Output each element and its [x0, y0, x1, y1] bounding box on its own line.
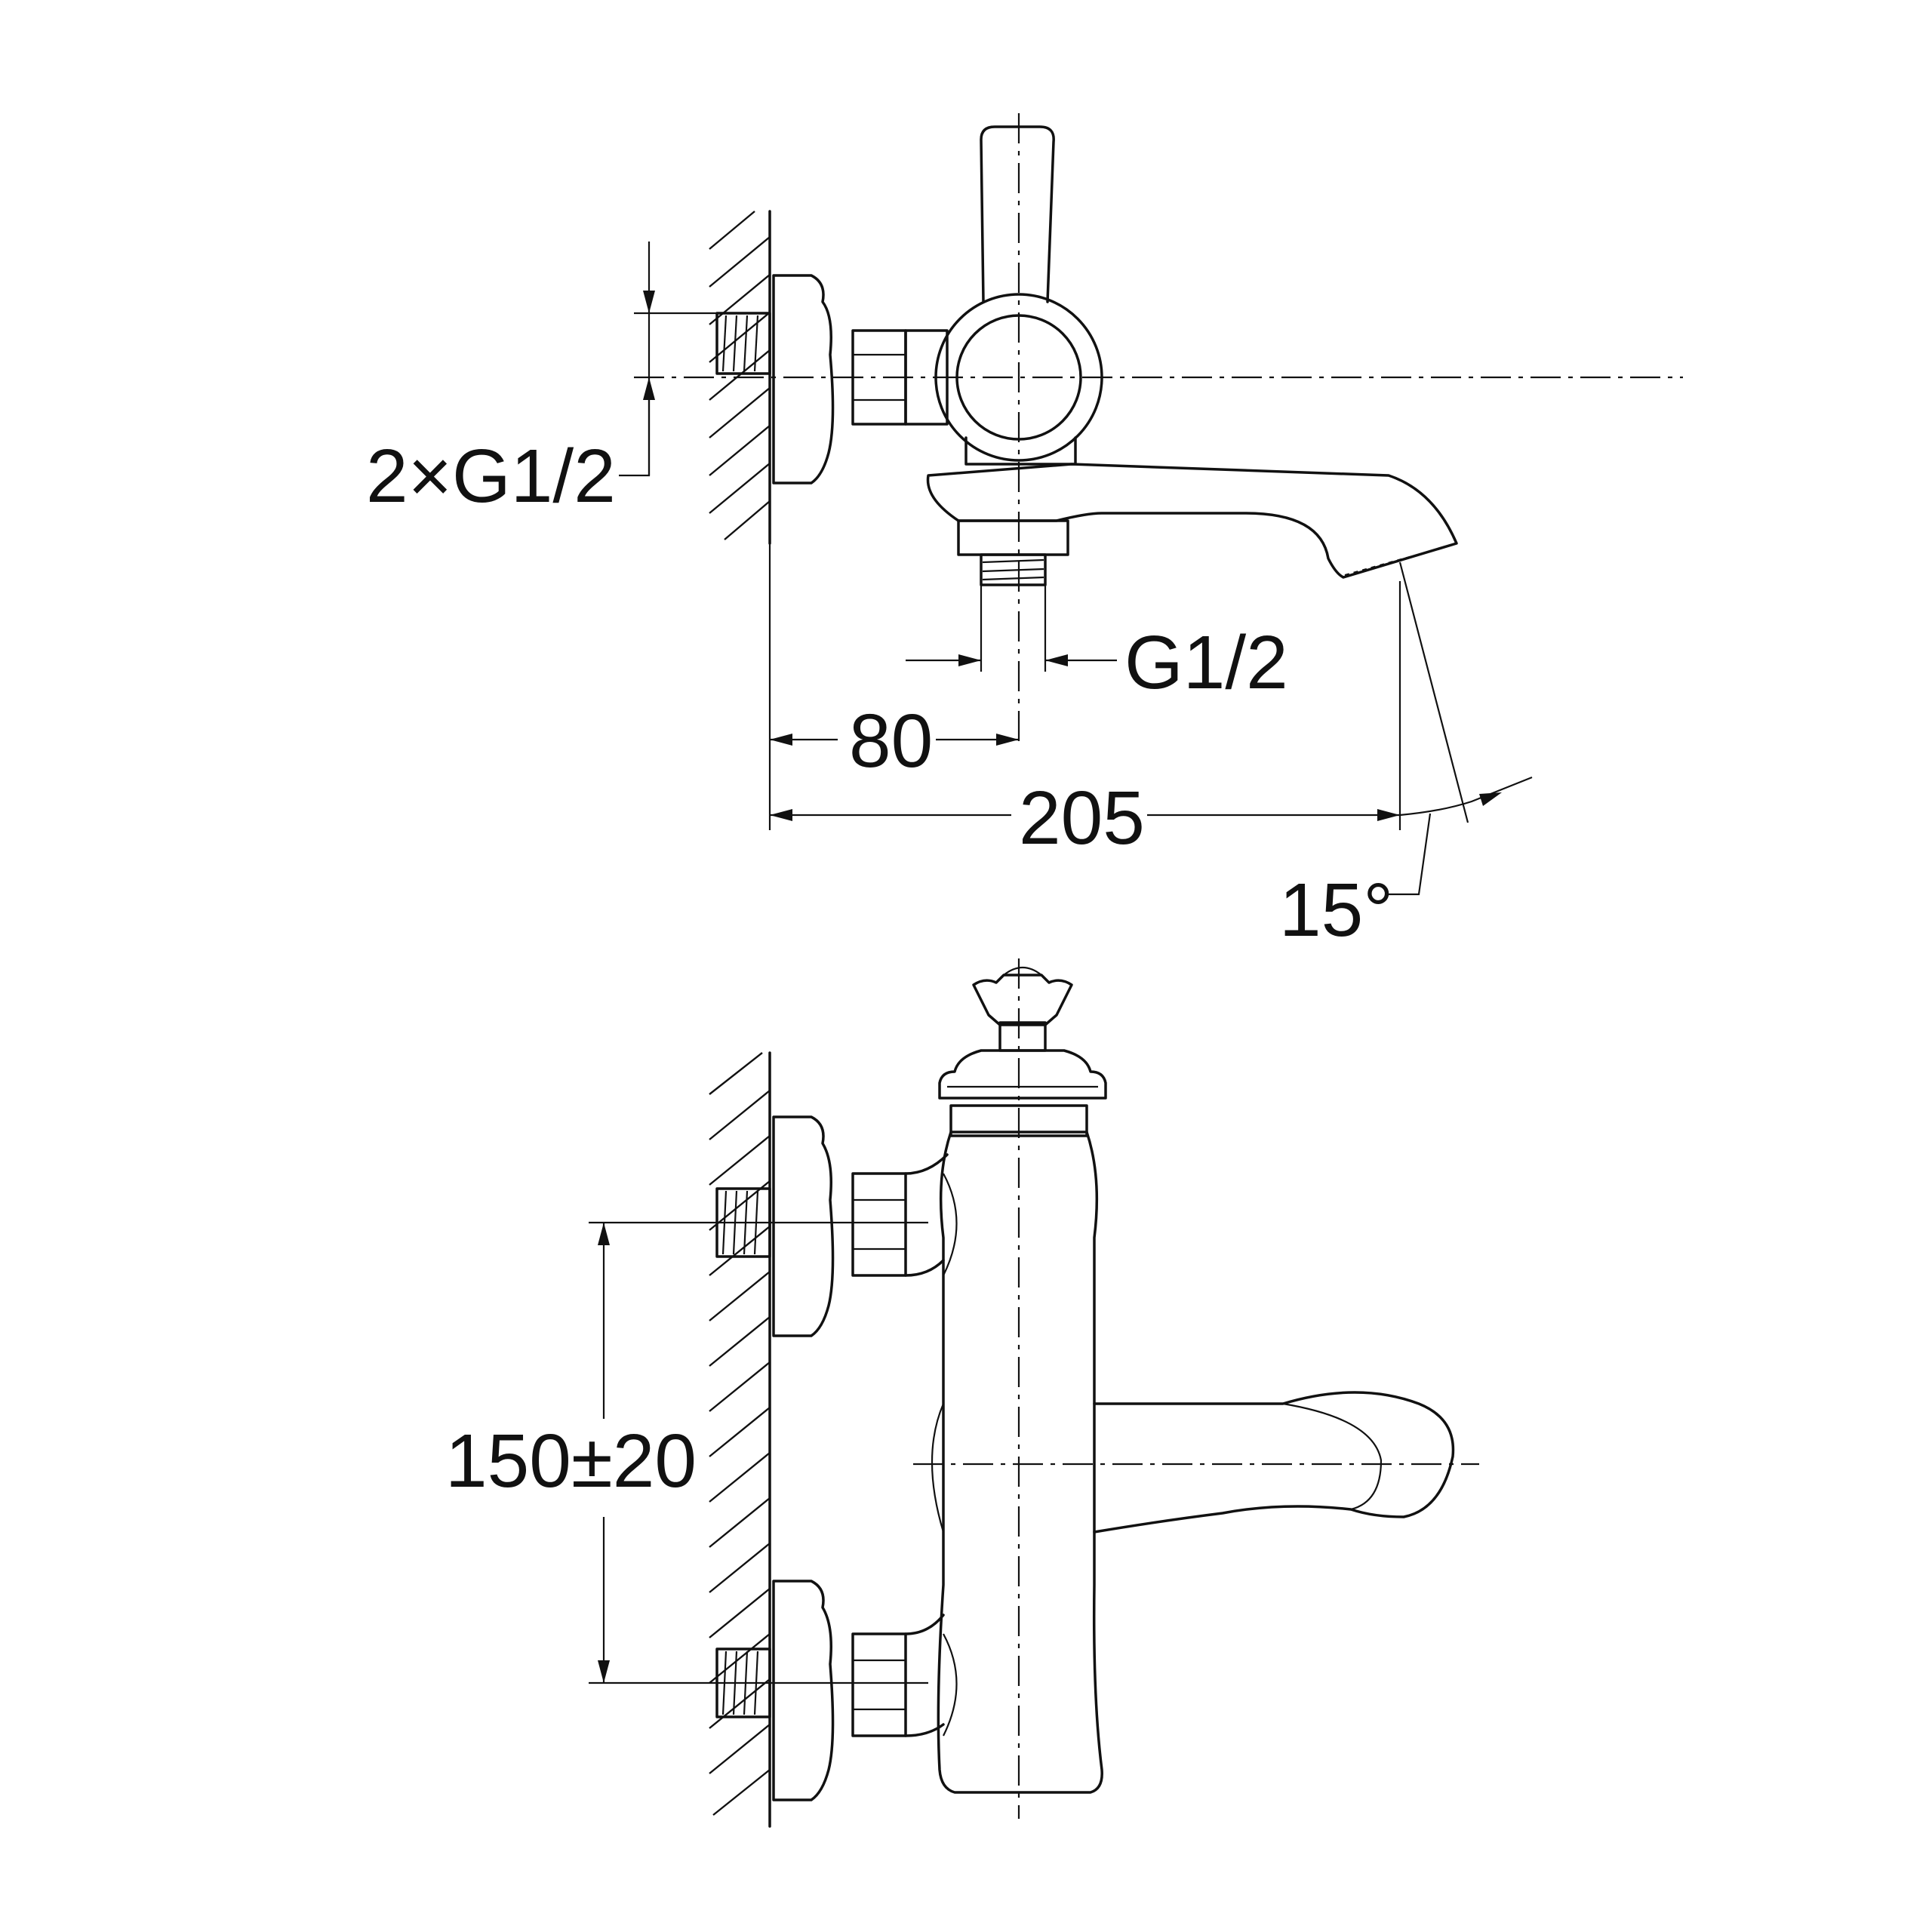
- inlet-spacing-label: 150±20: [445, 1419, 697, 1503]
- hex-nut-upper: [851, 1172, 907, 1277]
- cartridge-stem: [998, 1021, 1047, 1052]
- mixer-body-lower: [964, 436, 1077, 466]
- outlet-thread: [980, 553, 1047, 586]
- outlet-collar: [957, 519, 1069, 556]
- bonnet: [938, 1049, 1107, 1100]
- dim-handle-offset: 80: [768, 543, 1019, 830]
- connector-curve-upper: [943, 1173, 958, 1276]
- outlet-thread-lines: [982, 558, 1044, 581]
- hex-nut-lower: [851, 1632, 907, 1737]
- inlet-thread-label: 2×G1/2: [366, 434, 616, 518]
- wall-hatch-bottom: [709, 1052, 771, 1816]
- spout-rear-bulge: [931, 1403, 945, 1533]
- mixer-body-front: [937, 1131, 1103, 1794]
- connector-curve-lower: [943, 1633, 958, 1737]
- cross-handle: [972, 974, 1073, 1026]
- side-view: 2×G1/2 G1/2 80 205: [366, 113, 1683, 952]
- wall-flange-upper: [772, 1115, 835, 1337]
- spout-angle-label: 15°: [1279, 868, 1393, 952]
- spout-front-inner: [1282, 1402, 1383, 1511]
- dim-spout-angle: 15°: [1279, 561, 1533, 952]
- connector-lower: [904, 1614, 945, 1737]
- spout-reach-label: 205: [1019, 776, 1145, 860]
- outlet-thread-label: G1/2: [1124, 620, 1288, 705]
- spout-front: [1093, 1391, 1455, 1534]
- inlet-thread-lines-top: [721, 315, 759, 372]
- cross-handle-top: [1003, 966, 1042, 976]
- dim-outlet-thread: G1/2: [906, 585, 1288, 705]
- dim-inlet-thread: 2×G1/2: [366, 242, 717, 518]
- handle-offset-label: 80: [849, 699, 933, 783]
- dim-inlet-spacing: 150±20: [445, 1223, 697, 1683]
- wall-hatch-top: [709, 211, 771, 540]
- wall-flange-lower: [772, 1580, 835, 1801]
- dim-spout-reach: 205: [770, 581, 1401, 860]
- front-view: 150±20: [445, 958, 1479, 1828]
- wall-flange-top: [772, 274, 835, 485]
- inlet-thread-top: [715, 312, 771, 375]
- connector-upper: [904, 1153, 949, 1277]
- spout-aerator: [1344, 543, 1454, 577]
- lever-handle: [980, 125, 1055, 303]
